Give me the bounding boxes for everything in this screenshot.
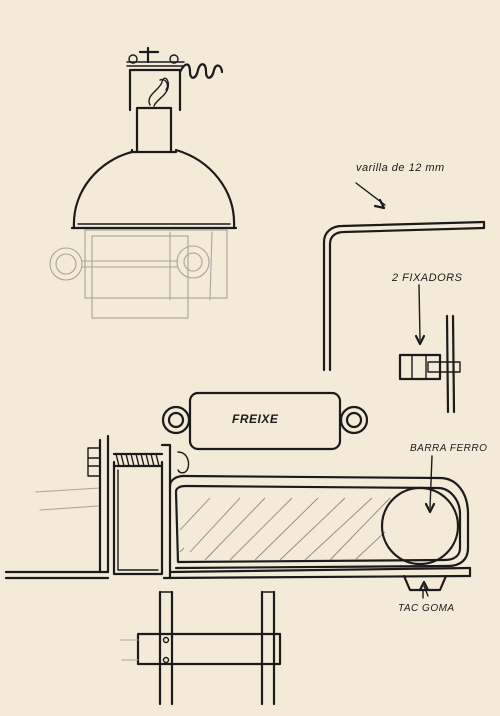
fasteners-label: 2 fixadors: [392, 272, 463, 284]
frame-bottom-drawing: [119, 590, 282, 706]
rubber-pad-label: TAC GOMA: [398, 603, 455, 614]
rod-label: varilla de 12 mm: [356, 162, 445, 174]
ash-block-drawing: [161, 391, 369, 451]
iron-bar-label: BARRA FERRO: [410, 443, 488, 454]
ash-block-label: FREIXE: [232, 412, 279, 426]
rod-drawing: [322, 182, 486, 372]
fastener-drawing: [398, 284, 461, 414]
lamp-top-drawing: [49, 46, 238, 319]
clamp-assembly-drawing: [4, 434, 472, 599]
